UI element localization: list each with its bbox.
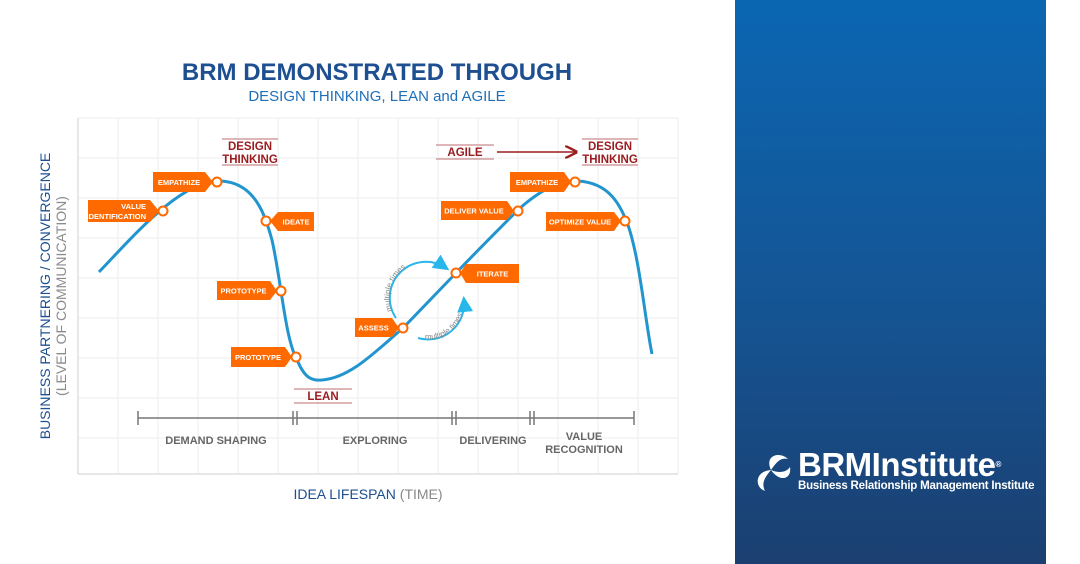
tag-label: VALUE	[121, 202, 146, 211]
tag-label: PROTOTYPE	[235, 353, 281, 362]
tag-deliver-value: DELIVER VALUE	[441, 201, 524, 220]
tag-dot-icon	[290, 351, 302, 363]
tag-label: IDENTIFICATION	[87, 212, 146, 221]
method-design-thinking-2a: DESIGN	[588, 141, 632, 153]
tag-label: EMPATHIZE	[158, 178, 200, 187]
logo-registered: ®	[995, 460, 1001, 469]
method-agile: AGILE	[447, 147, 482, 159]
method-design-thinking-1a: DESIGN	[228, 141, 272, 153]
loop-label-bottom: multiple times	[425, 312, 465, 342]
tag-shape	[270, 212, 314, 231]
tag-label: PROTOTYPE	[220, 287, 266, 296]
loop-label-top: multiple times	[383, 262, 407, 313]
method-design-thinking-1b: THINKING	[222, 154, 278, 166]
phase-delivering: DELIVERING	[459, 435, 526, 447]
tag-label: OPTIMIZE VALUE	[549, 218, 611, 227]
tag-dot-icon	[260, 215, 272, 227]
method-design-thinking-2b: THINKING	[582, 154, 638, 166]
tag-empathize-2: EMPATHIZE	[510, 172, 581, 192]
brm-logo-icon	[757, 454, 791, 491]
tag-shape	[153, 172, 213, 192]
phase-bar	[137, 411, 635, 425]
phase-value-recognition-1: VALUE	[566, 431, 602, 443]
tag-prototype-2: PROTOTYPE	[231, 347, 302, 367]
tag-dot-icon	[450, 267, 462, 279]
tag-shape	[355, 318, 399, 337]
tag-ideate: IDEATE	[260, 212, 314, 231]
tag-label: EMPATHIZE	[516, 178, 558, 187]
tag-dot-icon	[157, 205, 169, 217]
tag-dot-icon	[275, 285, 287, 297]
tag-shape	[441, 201, 514, 220]
y-axis-label: BUSINESS PARTNERING / CONVERGENCE (LEVEL…	[37, 153, 69, 440]
tag-label: ASSESS	[358, 324, 388, 333]
phase-value-recognition-2: RECOGNITION	[545, 444, 623, 456]
tag-label: DELIVER VALUE	[444, 207, 503, 216]
tag-label: IDEATE	[283, 218, 310, 227]
tag-dot-icon	[569, 176, 581, 188]
tag-label: ITERATE	[477, 270, 509, 279]
method-lean: LEAN	[307, 391, 338, 403]
tag-dot-icon	[512, 205, 524, 217]
tag-assess: ASSESS	[355, 318, 409, 337]
y-axis-subtitle: (LEVEL OF COMMUNICATION)	[53, 196, 69, 396]
tag-optimize-value: OPTIMIZE VALUE	[546, 212, 631, 231]
tag-shape	[546, 212, 621, 231]
logo-tagline: Business Relationship Management Institu…	[798, 480, 1035, 492]
phase-exploring: EXPLORING	[343, 435, 408, 447]
brm-diagram: BRM DEMONSTRATED THROUGH DESIGN THINKING…	[37, 59, 679, 502]
tag-prototype-1: PROTOTYPE	[217, 281, 287, 300]
tag-shape	[217, 281, 277, 300]
lifecycle-curve	[97, 179, 654, 382]
tag-shape	[460, 264, 519, 283]
tag-iterate: ITERATE	[450, 264, 519, 283]
tag-dot-icon	[211, 176, 223, 188]
y-axis-title: BUSINESS PARTNERING / CONVERGENCE	[37, 153, 53, 440]
grid	[78, 117, 679, 474]
tag-empathize-1: EMPATHIZE	[153, 172, 223, 192]
logo-name: BRMInstitute	[798, 446, 996, 483]
x-axis-label: IDEA LIFESPAN (TIME)	[293, 486, 442, 502]
tag-dot-icon	[619, 215, 631, 227]
brm-logo: BRMInstitute® Business Relationship Mana…	[750, 448, 1035, 493]
phase-demand-shaping: DEMAND SHAPING	[165, 435, 266, 447]
tag-shape	[231, 347, 292, 367]
page-title: BRM DEMONSTRATED THROUGH	[182, 59, 572, 86]
x-axis-unit: (TIME)	[400, 486, 443, 502]
x-axis-title: IDEA LIFESPAN	[293, 486, 395, 502]
tag-shape	[88, 200, 159, 222]
tag-shape	[510, 172, 571, 192]
page-subtitle: DESIGN THINKING, LEAN and AGILE	[248, 88, 505, 105]
tag-dot-icon	[397, 322, 409, 334]
